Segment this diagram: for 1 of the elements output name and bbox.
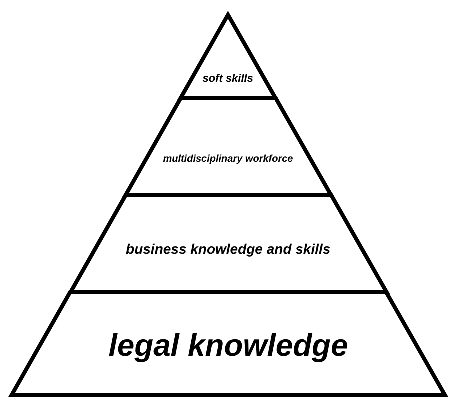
tier-label: multidisciplinary workforce	[163, 154, 294, 164]
